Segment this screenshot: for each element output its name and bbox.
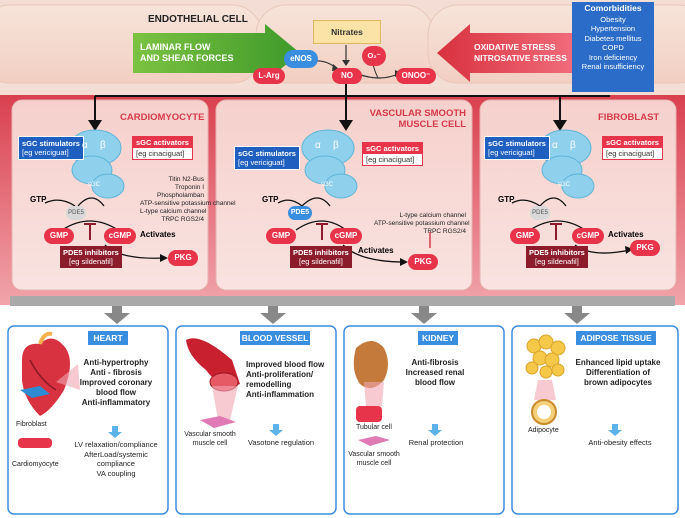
vsmc-alpha: α <box>315 140 321 151</box>
comorbidity-item: Iron deficiency <box>588 52 638 62</box>
vsmc-sgc-activators: sGC activators[eg cinaciguat] <box>362 142 423 166</box>
vsmc-beta: β <box>333 140 339 151</box>
vsmc-sgc-stimulators: sGC stimulators[eg vericiguat] <box>234 146 300 170</box>
peroxynitrite-pill: ONOO⁻ <box>396 68 436 84</box>
adipose-results: Anti-obesity effects <box>588 438 652 447</box>
pathway-art <box>44 129 633 266</box>
cardio-gtp: GTP <box>30 195 47 204</box>
organ-panels-art <box>7 325 679 515</box>
kidney-tubular-label: Tubular cell <box>356 424 392 431</box>
vsmc-illustration <box>200 416 236 428</box>
endothelial-title: ENDOTHELIAL CELL <box>148 14 248 25</box>
comorbidity-item: COPD <box>602 43 624 52</box>
cardio-beta: β <box>100 140 106 151</box>
fibro-sgc-activators: sGC activators[eg cinaciguat] <box>602 136 663 160</box>
cardio-pde5: PDE5 <box>66 206 86 220</box>
nitrates-box: Nitrates <box>313 20 381 44</box>
fibro-activates: Activates <box>608 230 644 239</box>
comorbidity-item: Obesity <box>600 14 626 24</box>
cardio-activates: Activates <box>140 230 176 239</box>
oxidative-arrow <box>437 24 572 82</box>
vsmc-gtp: GTP <box>262 195 279 204</box>
heart-fibroblast-label: Fibroblast <box>16 421 47 428</box>
kidney-results: Renal protection <box>408 438 464 447</box>
adipose-illustration <box>525 334 566 379</box>
fibro-sgc-stimulators: sGC stimulators[eg vericiguat] <box>484 136 550 160</box>
grey-arrow-3 <box>419 306 429 314</box>
cardio-sgc-label: sGC <box>88 182 100 188</box>
grey-arrow-2 <box>268 306 278 314</box>
comorbidity-item: Diabetes mellitus <box>584 33 642 43</box>
kidney-illustration <box>353 341 388 389</box>
kidney-vsmc-illustration <box>358 436 390 446</box>
comorbidity-item: Hypertension <box>590 24 636 33</box>
fibro-gtp: GTP <box>498 195 515 204</box>
cardiomyocyte-illustration <box>18 438 52 448</box>
cardio-title: CARDIOMYOCYTE <box>120 112 205 123</box>
vsmc-cgmp: cGMP <box>330 228 362 244</box>
fibroblast-illustration <box>20 386 50 398</box>
l-arg-pill: L-Arg <box>253 68 285 84</box>
fibro-beta: β <box>570 140 576 151</box>
sgc-vsmc <box>301 129 358 199</box>
sgc-fibro <box>538 129 595 199</box>
cardio-sgc-activators: sGC activators[eg cinaciguat] <box>132 136 193 160</box>
vsmc-gmp: GMP <box>266 228 296 244</box>
kidney-title: KIDNEY <box>418 331 458 345</box>
fibro-pde5-inhibitors: PDE5 inhibitors[eg sildenafil] <box>526 246 588 268</box>
vessel-title: BLOOD VESSEL <box>240 331 310 345</box>
fibro-alpha: α <box>552 140 558 151</box>
heart-cardiomyocyte-label: Cardiomyocyte <box>12 461 59 468</box>
grey-arrow-1 <box>112 306 122 314</box>
cardio-pde5-inhibitors: PDE5 inhibitors[eg sildenafil] <box>60 246 122 268</box>
grey-arrow-4 <box>572 306 582 314</box>
laminar-arrow <box>133 24 300 82</box>
vsmc-pkg: PKG <box>408 254 438 270</box>
enos-pill: eNOS <box>284 50 318 68</box>
adipose-title: ADIPOSE TISSUE <box>576 331 656 345</box>
vsmc-sgc-label: sGC <box>321 182 333 188</box>
fibro-cgmp: cGMP <box>572 228 604 244</box>
cardio-pkg: PKG <box>168 250 198 266</box>
fibro-sgc-label: sGC <box>558 182 570 188</box>
vsmc-pde5-inhibitors: PDE5 inhibitors[eg sildenafil] <box>290 246 352 268</box>
cardio-sgc-stimulators: sGC stimulators[eg vericiguat] <box>18 136 84 160</box>
vsmc-pde5: PDE5 <box>288 206 312 220</box>
fibro-pkg: PKG <box>630 240 660 256</box>
cardio-alpha: α <box>82 140 88 151</box>
heart-title: HEART <box>88 331 128 345</box>
tubular-illustration <box>356 406 382 422</box>
cardio-gmp: GMP <box>44 228 74 244</box>
fibro-title: FIBROBLAST <box>598 112 660 123</box>
adipocyte-illustration <box>531 399 557 425</box>
adipocyte-label: Adipocyte <box>528 427 559 434</box>
fibro-pde5: PDE5 <box>530 206 550 220</box>
fibro-gmp: GMP <box>510 228 540 244</box>
comorbidity-item: Renal insufficiency <box>581 62 645 71</box>
superoxide-pill: O₂⁻ <box>362 46 386 66</box>
vsmc-activates: Activates <box>358 246 394 255</box>
no-pill: NO <box>332 68 362 84</box>
comorbidities-box: Comorbidities Obesity Hypertension Diabe… <box>572 2 654 92</box>
vessel-results: Vasotone regulation <box>247 438 315 447</box>
cardio-cgmp: cGMP <box>104 228 136 244</box>
